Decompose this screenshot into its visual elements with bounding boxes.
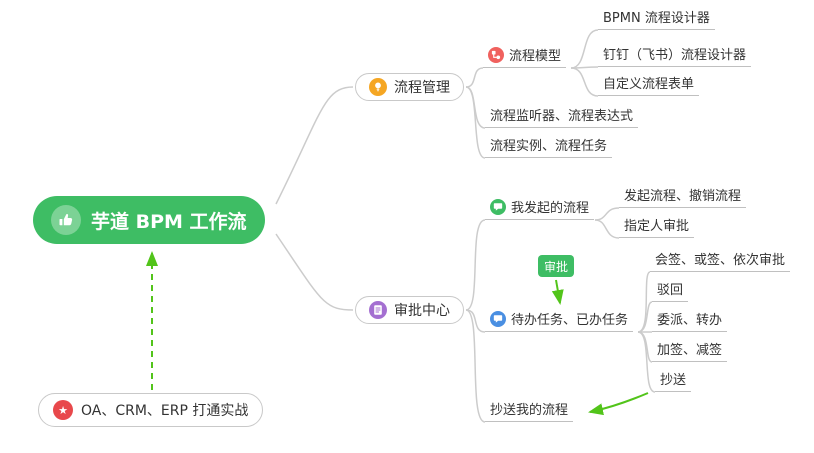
thumbs-up-icon: [51, 205, 81, 235]
chat-bubble-icon: [490, 198, 506, 215]
node-label: 抄送我的流程: [490, 403, 569, 418]
node-label: 待办任务、已办任务: [511, 313, 629, 328]
node-cc[interactable]: 抄送: [655, 370, 692, 392]
node-reject[interactable]: 驳回: [652, 280, 689, 302]
chat-bubble-icon: [490, 310, 506, 327]
node-label: 抄送: [660, 373, 687, 388]
root-topic-label: 芋道 BPM 工作流: [91, 210, 247, 233]
node-label: 指定人审批: [624, 219, 690, 234]
node-label: 流程模型: [509, 49, 562, 64]
approval-badge-label: 审批: [543, 259, 568, 274]
node-label: 会签、或签、依次审批: [655, 253, 786, 268]
node-delegate-transfer[interactable]: 委派、转办: [652, 310, 728, 332]
node-label: 加签、减签: [657, 343, 723, 358]
star-icon: ★: [53, 400, 73, 420]
node-label: 流程实例、流程任务: [490, 139, 608, 154]
node-initiate-cancel[interactable]: 发起流程、撤销流程: [619, 186, 747, 208]
node-process-model[interactable]: 流程模型: [483, 44, 567, 68]
node-my-initiated[interactable]: 我发起的流程: [485, 196, 595, 220]
node-label: 委派、转办: [657, 313, 723, 328]
node-approval-center[interactable]: 审批中心: [355, 296, 464, 324]
approval-arrow: [551, 279, 564, 305]
node-process-management[interactable]: 流程管理: [355, 73, 464, 101]
workflow-icon: [488, 46, 504, 63]
cc-arrow: [588, 392, 649, 416]
node-label: BPMN 流程设计器: [603, 11, 710, 26]
node-label: 流程管理: [394, 80, 450, 96]
node-add-reduce-sign[interactable]: 加签、减签: [652, 340, 728, 362]
node-custom-form[interactable]: 自定义流程表单: [598, 74, 700, 96]
node-cc-my-process[interactable]: 抄送我的流程: [485, 400, 574, 422]
node-oa-crm-erp-practice[interactable]: ★ OA、CRM、ERP 打通实战: [38, 393, 264, 427]
document-icon: [369, 301, 387, 319]
root-topic[interactable]: 芋道 BPM 工作流: [33, 196, 265, 244]
node-label: 审批中心: [394, 303, 450, 319]
node-listener-expression[interactable]: 流程监听器、流程表达式: [485, 106, 639, 128]
node-instance-task[interactable]: 流程实例、流程任务: [485, 136, 613, 158]
node-countersign[interactable]: 会签、或签、依次审批: [650, 250, 791, 272]
node-label: 自定义流程表单: [603, 77, 695, 92]
node-label: 钉钉（飞书）流程设计器: [603, 48, 747, 63]
node-bpmn-designer[interactable]: BPMN 流程设计器: [598, 8, 715, 30]
node-dingtalk-feishu-designer[interactable]: 钉钉（飞书）流程设计器: [598, 45, 752, 67]
node-assignee-approval[interactable]: 指定人审批: [619, 216, 695, 238]
node-label: OA、CRM、ERP 打通实战: [81, 403, 249, 419]
node-label: 驳回: [657, 283, 684, 298]
node-label: 发起流程、撤销流程: [624, 189, 742, 204]
node-label: 流程监听器、流程表达式: [490, 109, 634, 124]
node-label: 我发起的流程: [511, 201, 590, 216]
approval-badge[interactable]: 审批: [538, 255, 574, 277]
lightbulb-icon: [369, 78, 387, 96]
node-todo-done-tasks[interactable]: 待办任务、已办任务: [485, 308, 634, 332]
